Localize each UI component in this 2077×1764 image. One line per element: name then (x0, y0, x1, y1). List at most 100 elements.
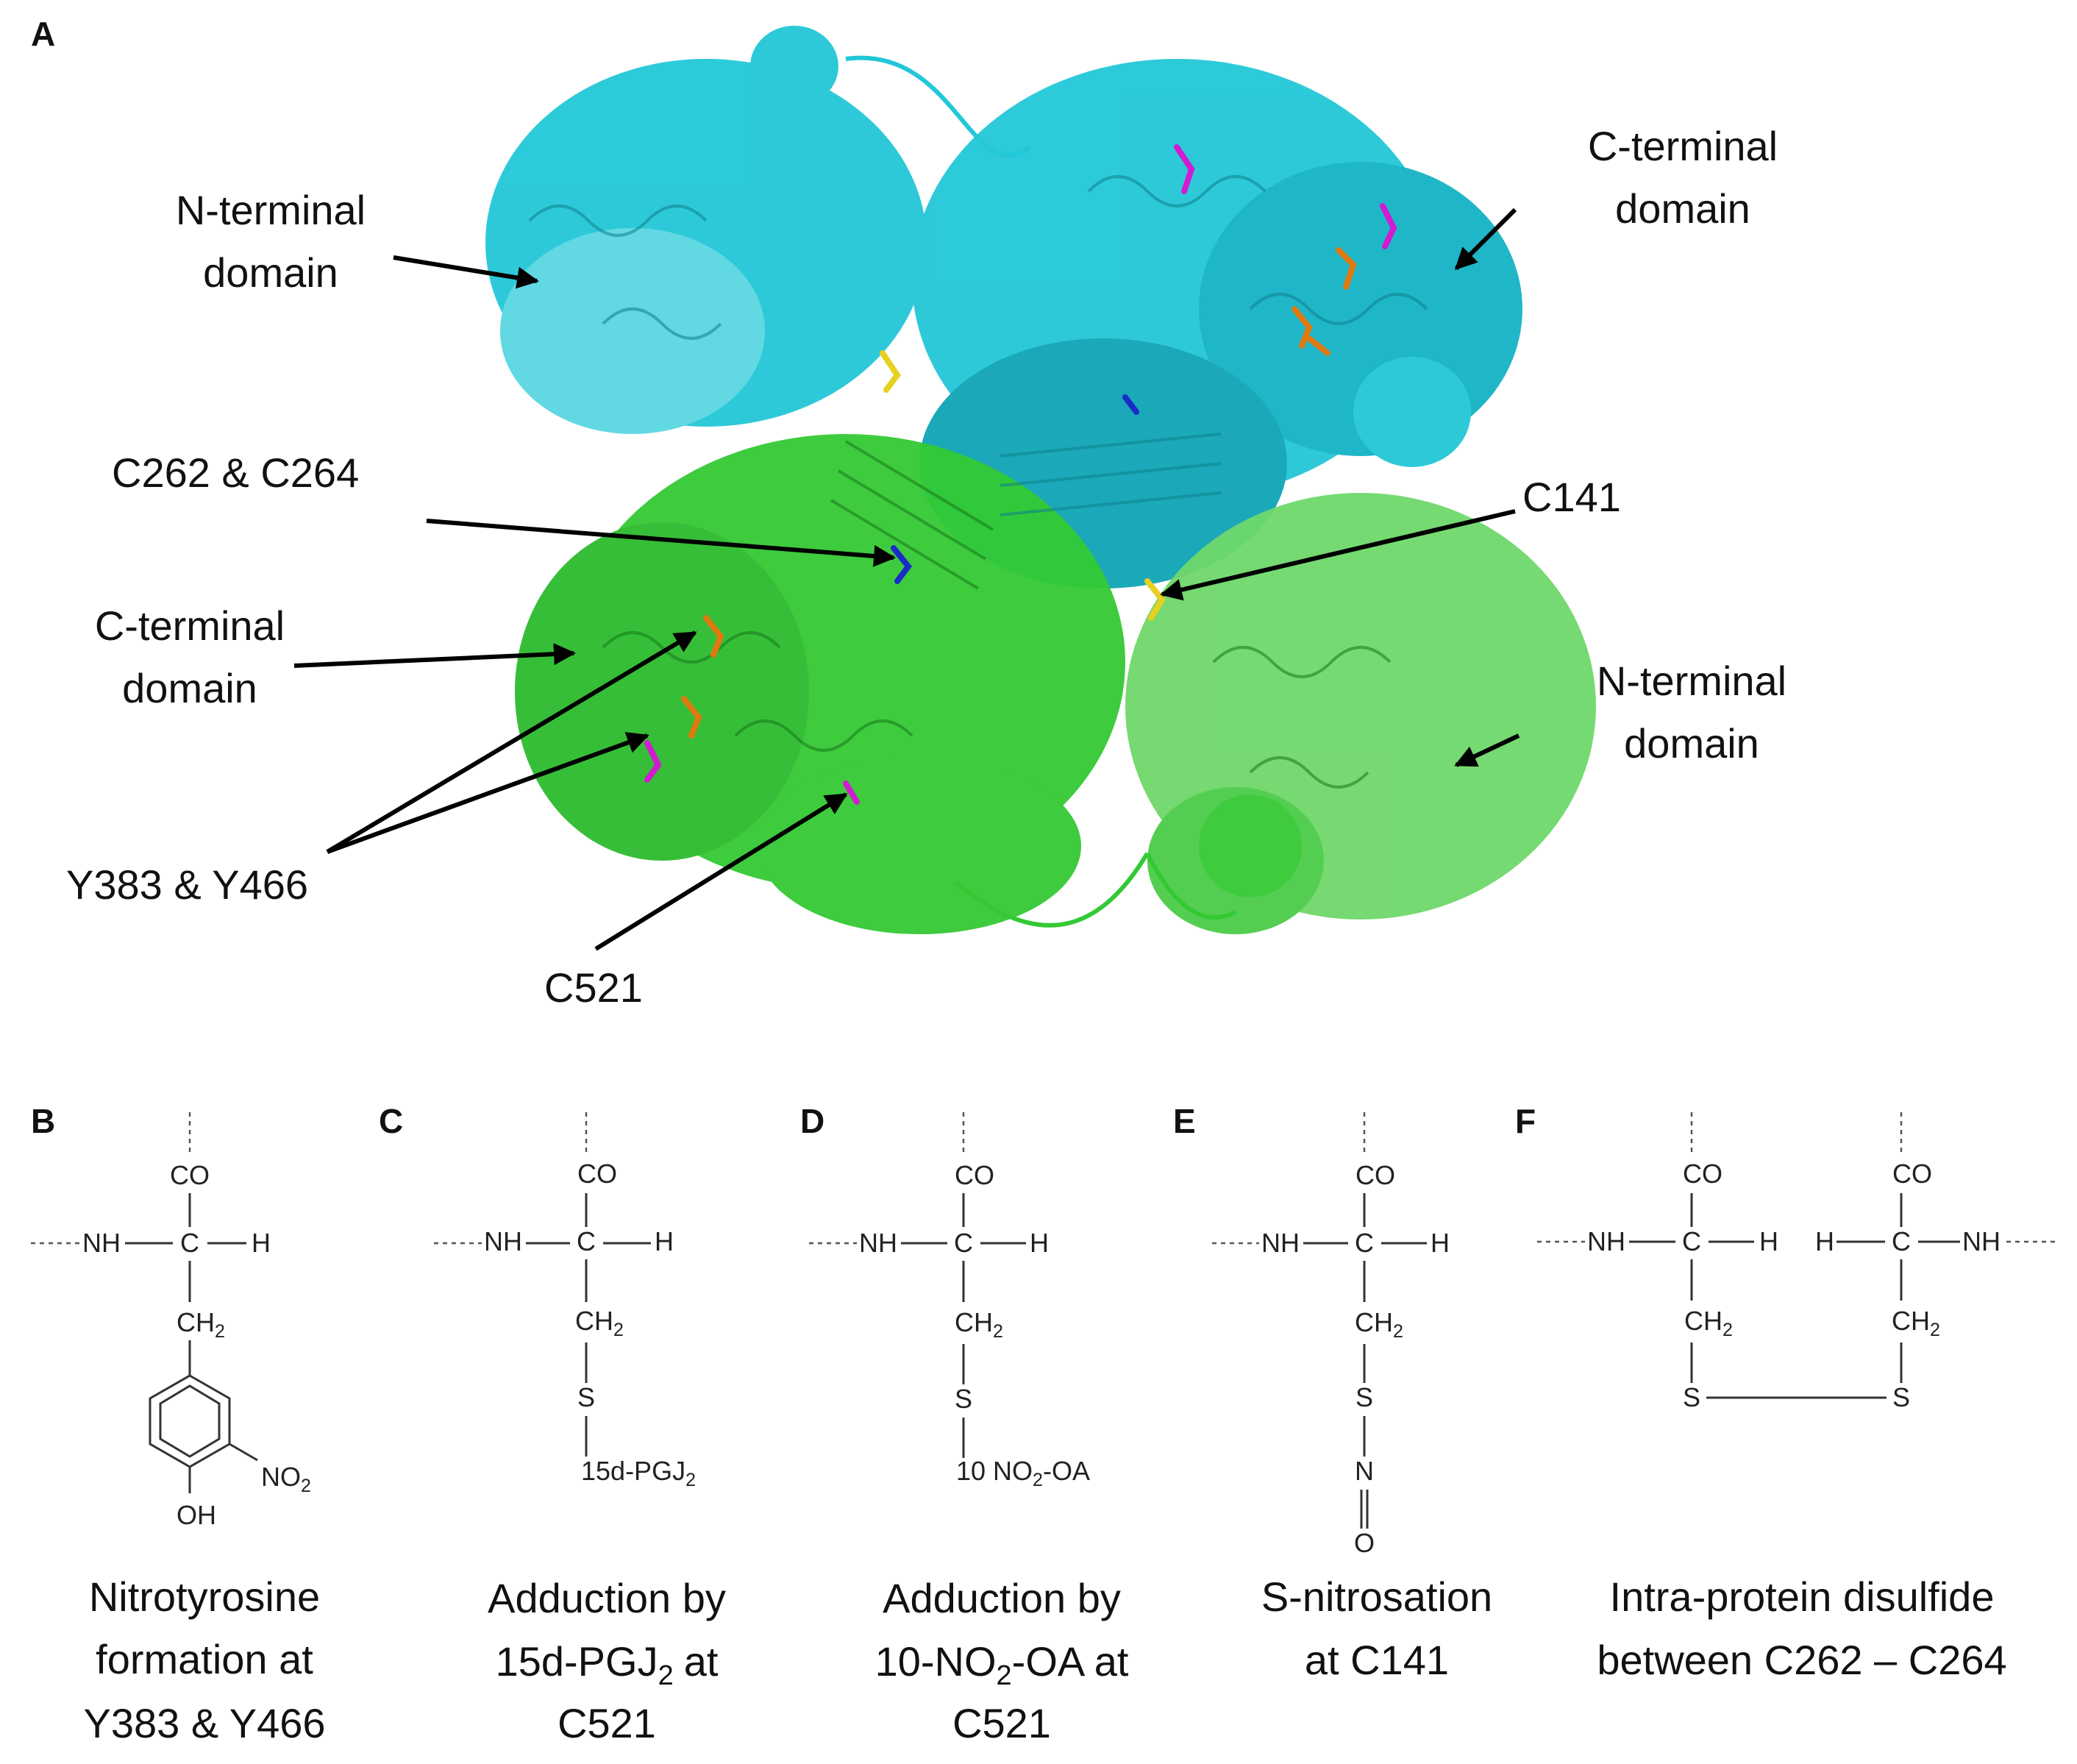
caption-d-line3: C521 (952, 1700, 1051, 1746)
chem-co: CO (170, 1160, 210, 1190)
chem-no2: NO2 (261, 1462, 311, 1496)
label-cterm-top-line1: C-terminal (1588, 123, 1778, 169)
panel-c: C CO NH C H CH2 S 15d-PGJ2 Adduction by … (379, 1102, 726, 1746)
structure-e: CO NH C H CH2 S N O (1212, 1112, 1450, 1558)
svg-text:CH2: CH2 (1684, 1306, 1733, 1340)
svg-text:S: S (1683, 1382, 1700, 1412)
svg-text:NH: NH (1587, 1226, 1625, 1256)
panel-letter-b: B (31, 1102, 55, 1140)
yellow-residue-top (880, 350, 901, 393)
chem-c: C (180, 1228, 199, 1258)
svg-text:CH2: CH2 (1355, 1307, 1403, 1342)
structure-c: CO NH C H CH2 S 15d-PGJ2 (434, 1112, 696, 1490)
blue-residue-top (1122, 394, 1139, 415)
structure-b: CO NH C H CH2 NO2 OH (31, 1112, 311, 1530)
svg-text:H: H (1030, 1228, 1049, 1258)
structure-f: CO NH C H CH2 S CO H C NH CH2 (1537, 1112, 2056, 1412)
arrow-nterm-right (1454, 733, 1520, 767)
panel-letter-a: A (31, 15, 55, 53)
arrow-cterm-left (293, 643, 576, 668)
annotation-arrows (293, 207, 1520, 951)
magenta-residue-left (644, 740, 662, 783)
caption-d-line1: Adduction by (883, 1575, 1121, 1621)
arrow-y383-1 (326, 630, 697, 854)
orange-residue-left-2 (681, 696, 702, 739)
svg-text:CH2: CH2 (1892, 1306, 1940, 1340)
orange-residue-top-1 (1336, 247, 1357, 290)
label-cterm-left-line2: domain (122, 665, 257, 711)
chem-h: H (252, 1228, 271, 1258)
green-loop (955, 852, 1150, 928)
orange-residue-left-1 (703, 615, 724, 658)
svg-text:CO: CO (1683, 1159, 1722, 1189)
chem-oh: OH (177, 1500, 216, 1530)
panel-letter-f: F (1515, 1102, 1536, 1140)
svg-text:S: S (1892, 1382, 1910, 1412)
svg-text:CO: CO (1355, 1160, 1395, 1190)
caption-f-line1: Intra-protein disulfide (1610, 1573, 1995, 1620)
svg-text:H: H (655, 1226, 674, 1256)
svg-text:C: C (577, 1226, 596, 1256)
helix-texture-green (602, 440, 1392, 789)
green-chain (515, 434, 1596, 934)
svg-text:C: C (1682, 1226, 1701, 1256)
annotations: N-terminal domain C-terminal domain C262… (66, 123, 1786, 1011)
residue-sticks (644, 144, 1397, 805)
svg-text:N: N (1355, 1456, 1374, 1486)
svg-text:C: C (954, 1228, 973, 1258)
svg-text:NH: NH (484, 1226, 522, 1256)
caption-b-line1: Nitrotyrosine (89, 1573, 320, 1620)
label-y383-y466: Y383 & Y466 (66, 861, 308, 908)
label-c262-c264: C262 & C264 (112, 449, 359, 496)
panel-letter-d: D (800, 1102, 824, 1140)
blue-residue-c262 (891, 545, 913, 584)
arrow-nterm-top (393, 255, 539, 289)
orange-residue-top-2 (1292, 306, 1313, 349)
magenta-residue-top-1 (1174, 144, 1195, 194)
caption-e-line1: S-nitrosation (1261, 1573, 1492, 1620)
panel-a: A (31, 15, 1786, 1011)
svg-text:H: H (1815, 1226, 1834, 1256)
arrow-c262 (426, 519, 896, 567)
magenta-residue-c521 (843, 780, 860, 805)
svg-text:CO: CO (577, 1159, 617, 1189)
svg-text:CO: CO (955, 1160, 994, 1190)
chem-ch2: CH2 (177, 1307, 225, 1342)
panel-f: F CO NH C H CH2 S CO H C NH (1515, 1102, 2056, 1683)
panel-letter-c: C (379, 1102, 403, 1140)
arrow-y383-2 (326, 732, 649, 854)
panel-b: B CO NH C H CH2 NO2 OH Nitrotyrosine for… (31, 1102, 326, 1746)
label-nterm-right-line2: domain (1624, 720, 1759, 767)
cyan-chain (485, 26, 1522, 588)
benzene-ring (149, 1374, 231, 1468)
cyan-loop (845, 55, 1031, 158)
orange-residue-top-3 (1306, 335, 1330, 356)
svg-text:O: O (1354, 1528, 1375, 1558)
label-cterm-top-line2: domain (1615, 185, 1750, 232)
label-c141: C141 (1522, 474, 1621, 520)
arrow-cterm-top (1454, 207, 1517, 271)
svg-text:10 NO2-OA: 10 NO2-OA (956, 1456, 1090, 1490)
svg-text:15d-PGJ2: 15d-PGJ2 (581, 1456, 696, 1490)
caption-b-line3: Y383 & Y466 (83, 1700, 325, 1746)
svg-text:CO: CO (1892, 1159, 1932, 1189)
label-c521: C521 (544, 964, 643, 1011)
label-nterm-top-line2: domain (203, 249, 338, 296)
svg-text:C: C (1892, 1226, 1911, 1256)
label-nterm-right-line1: N-terminal (1597, 658, 1786, 704)
protein-structure (485, 26, 1596, 934)
chem-nh: NH (82, 1228, 121, 1258)
green-loop-2 (1145, 852, 1237, 920)
label-cterm-left-line1: C-terminal (95, 602, 285, 649)
svg-text:CH2: CH2 (575, 1306, 624, 1340)
panel-d: D CO NH C H CH2 S 10 NO2-OA Adduction by… (800, 1102, 1129, 1746)
svg-text:H: H (1759, 1226, 1778, 1256)
caption-d-line2: 10-NO2-OA at (875, 1638, 1129, 1691)
caption-e-line2: at C141 (1305, 1637, 1449, 1683)
svg-text:S: S (577, 1382, 595, 1412)
svg-text:H: H (1431, 1228, 1450, 1258)
panel-letter-e: E (1173, 1102, 1196, 1140)
caption-b-line2: formation at (96, 1636, 313, 1682)
